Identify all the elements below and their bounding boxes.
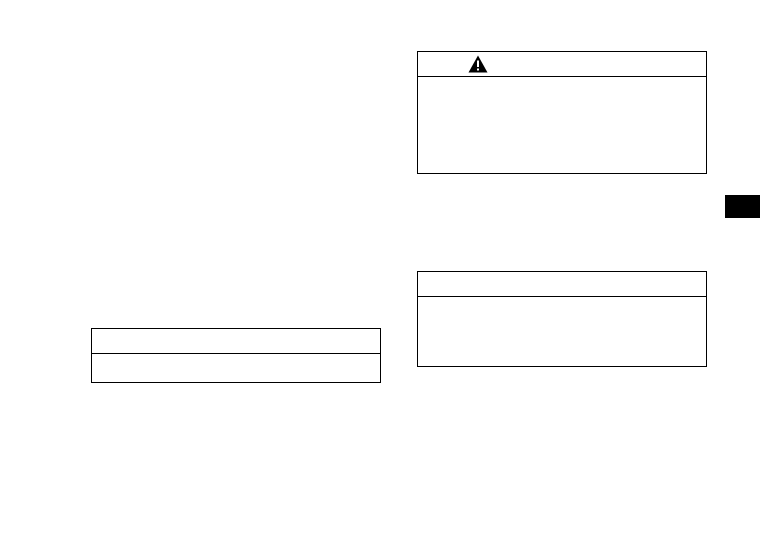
note-box-right-body <box>418 297 706 366</box>
note-box-right <box>417 271 707 367</box>
chapter-tab <box>725 195 760 218</box>
warning-box-body <box>418 77 706 173</box>
warning-triangle-icon <box>468 55 488 73</box>
note-box-left <box>91 328 381 383</box>
warning-box-header <box>418 52 706 77</box>
note-box-right-header <box>418 272 706 297</box>
note-box-left-body <box>92 354 380 382</box>
warning-box <box>417 51 707 174</box>
note-box-left-header <box>92 329 380 354</box>
